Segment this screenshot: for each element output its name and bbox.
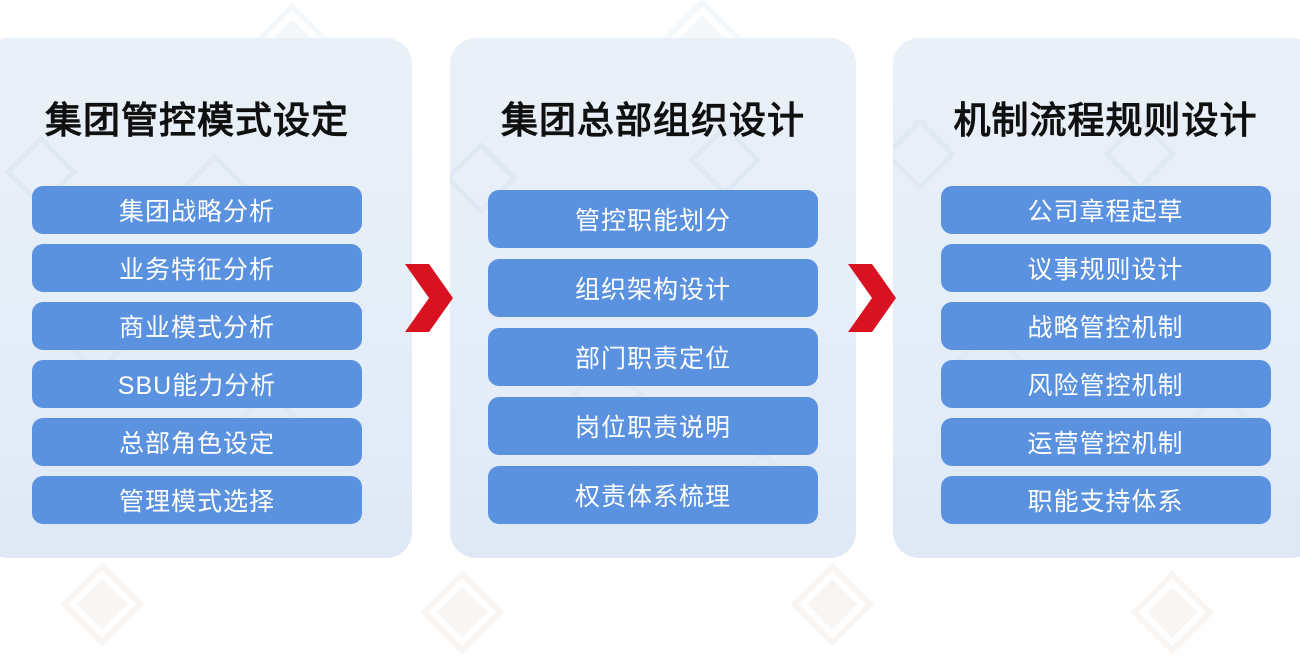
process-flow-diagram: ◇ ◇ ◇ ◇ 集团管控模式设定 集团战略分析 业务特征分析 商业模式分析 SB… xyxy=(0,38,1300,558)
stage-item[interactable]: 运营管控机制 xyxy=(940,418,1271,466)
stage-item[interactable]: 集团战略分析 xyxy=(32,186,362,234)
stage-item[interactable]: 部门职责定位 xyxy=(488,328,818,386)
stage-title-2: 集团总部组织设计 xyxy=(501,100,805,141)
stage-item[interactable]: 议事规则设计 xyxy=(940,244,1271,292)
stage-item[interactable]: 职能支持体系 xyxy=(940,476,1271,524)
stage-card-1: ◇ ◇ ◇ ◇ 集团管控模式设定 集团战略分析 业务特征分析 商业模式分析 SB… xyxy=(0,38,412,558)
stage-item-list-2: 管控职能划分 组织架构设计 部门职责定位 岗位职责说明 权责体系梳理 xyxy=(450,190,856,558)
stage-card-3: ◇ ◇ ◇ ◇ 机制流程规则设计 公司章程起草 议事规则设计 战略管控机制 风险… xyxy=(893,38,1300,558)
stage-item[interactable]: 管控职能划分 xyxy=(488,190,818,248)
stage-item[interactable]: 管理模式选择 xyxy=(32,476,362,524)
stage-title-1: 集团管控模式设定 xyxy=(45,100,349,141)
stage-item[interactable]: 权责体系梳理 xyxy=(488,466,818,524)
stage-item-list-3: 公司章程起草 议事规则设计 战略管控机制 风险管控机制 运营管控机制 职能支持体… xyxy=(893,186,1300,558)
stage-card-2: ◇ ◇ ◇ ◇ 集团总部组织设计 管控职能划分 组织架构设计 部门职责定位 岗位… xyxy=(450,38,856,558)
stage-title-3: 机制流程规则设计 xyxy=(953,100,1258,141)
stage-item[interactable]: 商业模式分析 xyxy=(32,302,362,350)
chevron-right-icon xyxy=(846,262,898,334)
stage-item[interactable]: 战略管控机制 xyxy=(940,302,1271,350)
stage-item[interactable]: 业务特征分析 xyxy=(32,244,362,292)
chevron-right-icon xyxy=(403,262,455,334)
stage-item[interactable]: 公司章程起草 xyxy=(940,186,1271,234)
stage-item[interactable]: SBU能力分析 xyxy=(32,360,362,408)
stage-item-list-1: 集团战略分析 业务特征分析 商业模式分析 SBU能力分析 总部角色设定 管理模式… xyxy=(0,186,412,558)
stage-item[interactable]: 岗位职责说明 xyxy=(488,397,818,455)
stage-item[interactable]: 风险管控机制 xyxy=(940,360,1271,408)
stage-item[interactable]: 组织架构设计 xyxy=(488,259,818,317)
stage-item[interactable]: 总部角色设定 xyxy=(32,418,362,466)
